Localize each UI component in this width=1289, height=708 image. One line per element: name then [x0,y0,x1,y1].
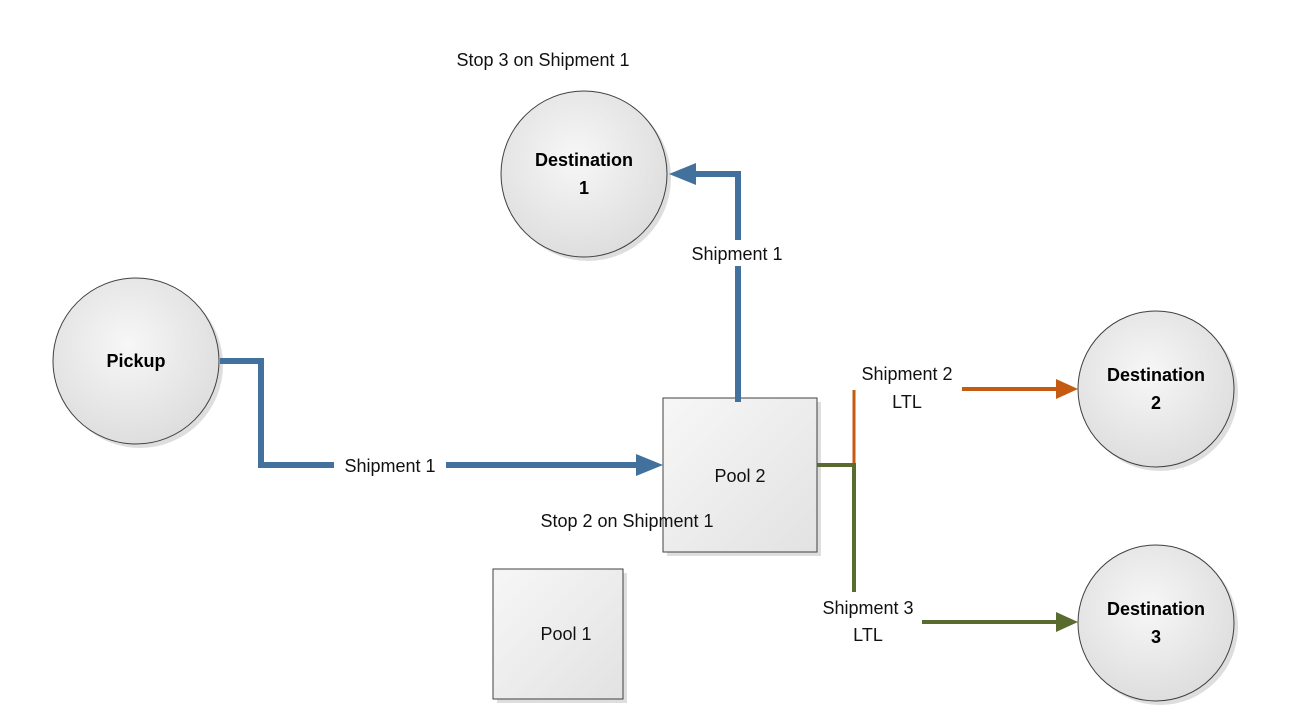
destination-2-label-line1: Destination [1107,365,1205,385]
shipment-3-pool2-to-destination3-connector [817,463,1078,632]
stop-2-annotation: Stop 2 on Shipment 1 [540,511,713,531]
shipment-2-label-line2: LTL [892,392,922,412]
arrowhead-icon [636,454,663,476]
destination-3-node [1077,544,1235,702]
pool-2-node [662,397,818,553]
arrowhead-icon [1056,612,1078,632]
pool-2-label: Pool 2 [714,466,765,486]
pickup-node [52,277,220,445]
destination-3-label-line2: 3 [1151,627,1161,647]
destination-3-label-line1: Destination [1107,599,1205,619]
shipment-3-label-line1: Shipment 3 [822,598,913,618]
stop-3-annotation: Stop 3 on Shipment 1 [456,50,629,70]
destination-1-label-line1: Destination [535,150,633,170]
shipment-3-label-line2: LTL [853,625,883,645]
shipment-1-pickup-label: Shipment 1 [344,456,435,476]
destination-2-node [1077,310,1235,468]
destination-1-label-line2: 1 [579,178,589,198]
shipment-2-label-line1: Shipment 2 [861,364,952,384]
arrowhead-icon [669,163,696,185]
shipment-1-pickup-to-pool2-connector [220,358,663,476]
pool-1-label: Pool 1 [540,624,591,644]
destination-1-node [500,90,668,258]
shipment-2-pool2-to-destination2-connector [852,379,1078,463]
pool-1-node [492,568,624,700]
destination-2-label-line2: 2 [1151,393,1161,413]
pickup-label: Pickup [106,351,165,371]
shipment-1-pool2-to-destination1-connector [669,163,741,402]
arrowhead-icon [1056,379,1078,399]
shipment-1-destination1-label: Shipment 1 [691,244,782,264]
